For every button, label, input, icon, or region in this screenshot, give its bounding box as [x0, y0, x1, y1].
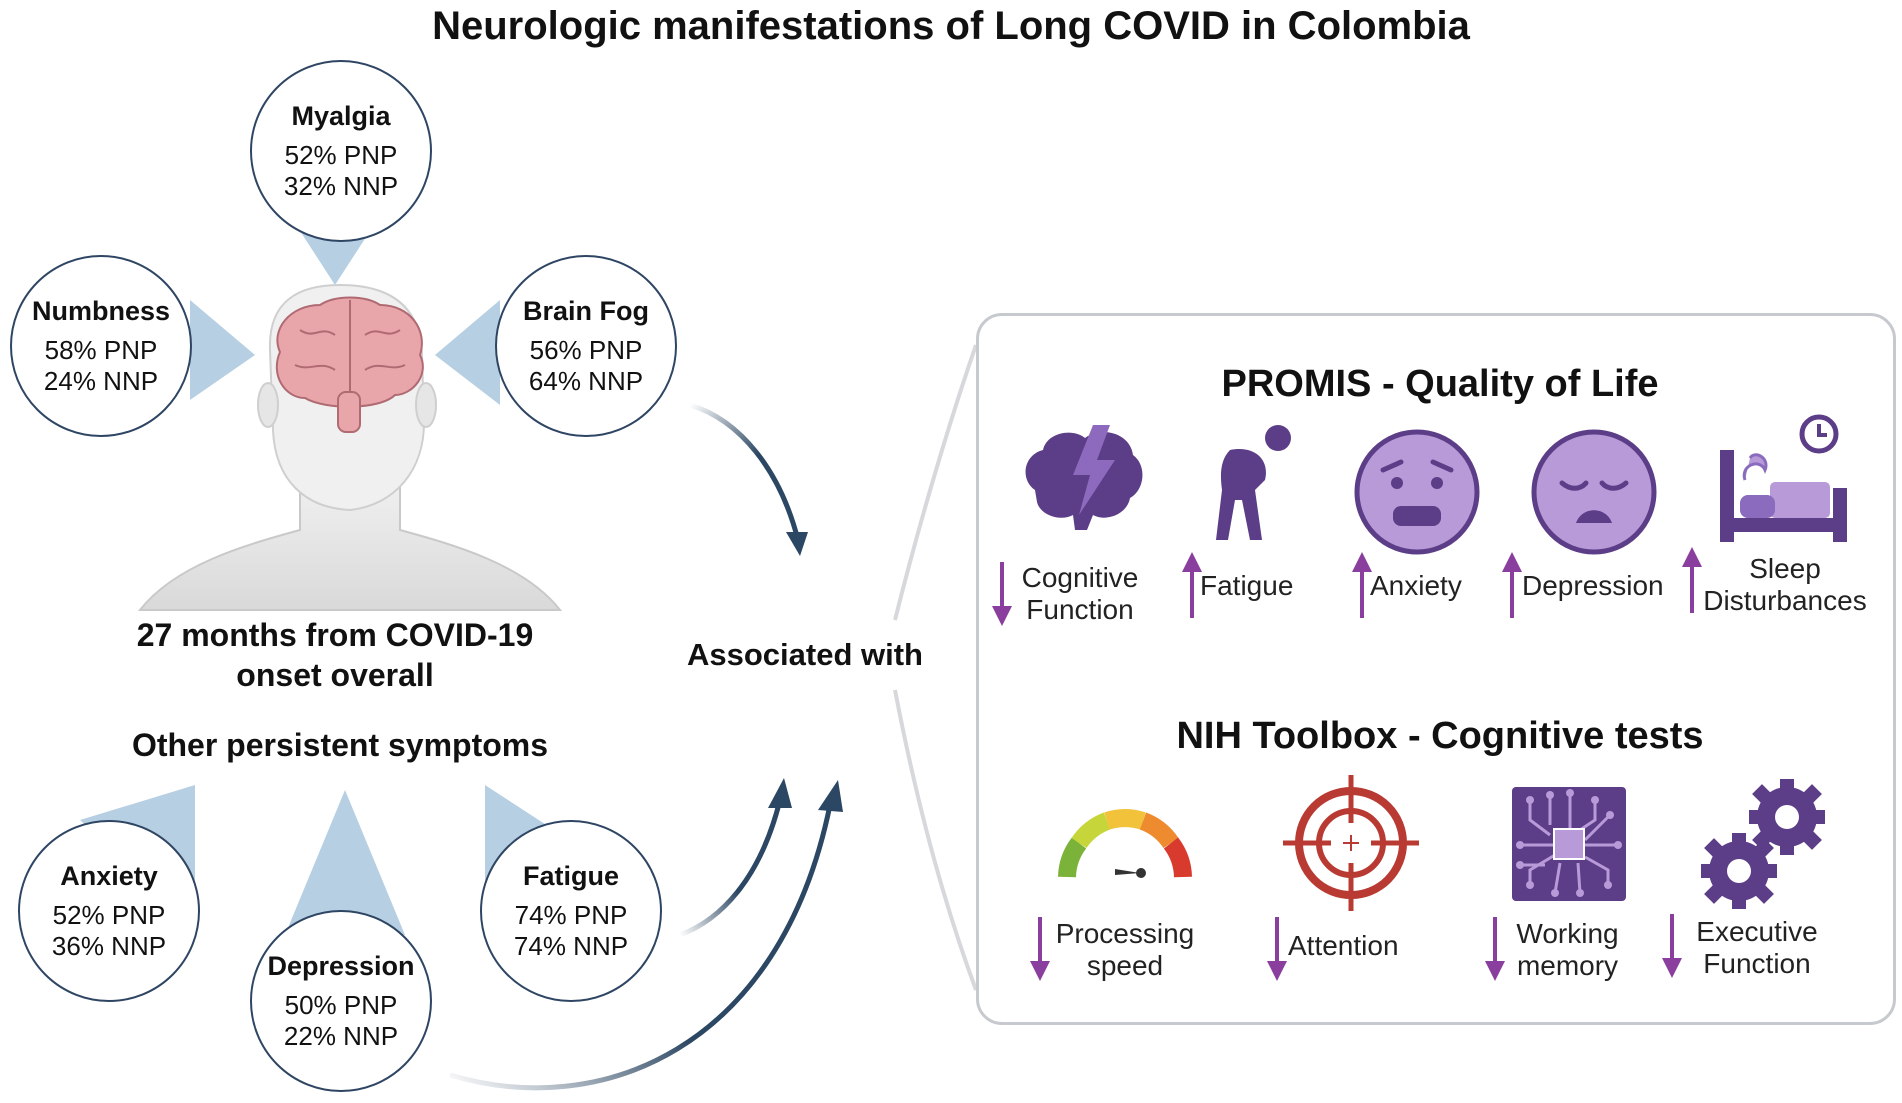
pnp-percent: 52% PNP: [52, 899, 166, 930]
diagram-title: Neurologic manifestations of Long COVID …: [432, 4, 1470, 48]
fatigue-up-arrow: [1182, 552, 1202, 618]
target-icon: [1283, 775, 1419, 911]
depression-pointer: [285, 790, 405, 935]
numbness-bubble: Numbness 58% PNP 24% NNP: [10, 255, 192, 437]
myalgia-bubble: Myalgia 52% PNP 32% NNP: [250, 60, 432, 242]
sleep-disturbances-label: Sleep Disturbances: [1703, 553, 1867, 616]
arrow-depression-to-associated: [449, 804, 833, 1091]
arrow-brainfog-to-associated: [689, 402, 801, 541]
executive-function-label: Executive Function: [1696, 916, 1818, 979]
anxiety-up-arrow: [1352, 552, 1372, 618]
pnp-percent: 58% PNP: [44, 334, 158, 365]
gears-icon: [1701, 779, 1825, 909]
anxiety-bubble: Anxiety 52% PNP 36% NNP: [18, 820, 200, 1002]
numbness-pointer: [190, 300, 255, 400]
working-memory-down-arrow: [1485, 917, 1505, 981]
panel-connector-top: [893, 344, 978, 621]
arrow-fatigue-to-associated: [679, 799, 783, 938]
associated-with-label: Associated with: [687, 637, 923, 672]
symptom-name: Fatigue: [522, 860, 619, 891]
anxious-face-icon: [1354, 429, 1480, 555]
processing-speed-label: Processing speed: [1055, 918, 1195, 981]
pnp-percent: 50% PNP: [284, 989, 398, 1020]
nnp-percent: 64% NNP: [528, 365, 644, 396]
cognitive-function-label: Cognitive Function: [1021, 562, 1139, 625]
other-symptoms-heading: Other persistent symptoms: [131, 727, 549, 763]
symptom-name: Anxiety: [60, 860, 158, 891]
sleep-disturbances-up-arrow: [1682, 547, 1702, 613]
brainfog-bubble: Brain Fog 56% PNP 64% NNP: [495, 255, 677, 437]
promis-title: PROMIS - Quality of Life: [1221, 363, 1659, 405]
nih-title: NIH Toolbox - Cognitive tests: [1176, 715, 1704, 757]
pnp-percent: 52% PNP: [284, 139, 398, 170]
cognitive-function-down-arrow: [992, 562, 1012, 626]
attention-label: Attention: [1288, 930, 1399, 961]
circuit-chip-icon: [1512, 787, 1626, 901]
nnp-percent: 32% NNP: [283, 170, 399, 201]
bed-clock-icon: [1720, 414, 1847, 542]
nnp-percent: 74% NNP: [513, 930, 629, 961]
depression-label: Depression: [1522, 570, 1664, 601]
head-silhouette: [137, 283, 563, 611]
tired-person-icon: [1216, 425, 1291, 540]
working-memory-label: Working memory: [1516, 918, 1619, 981]
anxiety-label: Anxiety: [1370, 570, 1462, 601]
symptom-name: Myalgia: [291, 100, 391, 131]
depression-up-arrow: [1502, 552, 1522, 618]
brainfog-pointer: [435, 300, 500, 405]
pnp-percent: 56% PNP: [529, 334, 643, 365]
symptom-name: Numbness: [31, 295, 171, 326]
nnp-percent: 22% NNP: [283, 1020, 399, 1051]
nnp-percent: 24% NNP: [43, 365, 159, 396]
depression-bubble: Depression 50% PNP 22% NNP: [250, 910, 432, 1092]
symptom-name: Depression: [267, 950, 415, 981]
fatigue-bubble: Fatigue 74% PNP 74% NNP: [480, 820, 662, 1002]
speedometer-icon: [1058, 809, 1192, 878]
nnp-percent: 36% NNP: [51, 930, 167, 961]
onset-text: 27 months from COVID-19 onset overall: [136, 617, 534, 693]
fatigue-label: Fatigue: [1200, 570, 1294, 601]
sad-face-icon: [1531, 429, 1657, 555]
executive-function-down-arrow: [1662, 914, 1682, 978]
attention-down-arrow: [1267, 917, 1287, 981]
symptom-name: Brain Fog: [523, 295, 649, 326]
panel-connector-bottom: [893, 689, 978, 991]
processing-speed-down-arrow: [1030, 917, 1050, 981]
pnp-percent: 74% PNP: [514, 899, 628, 930]
brain-lightning-icon: [1025, 425, 1143, 530]
